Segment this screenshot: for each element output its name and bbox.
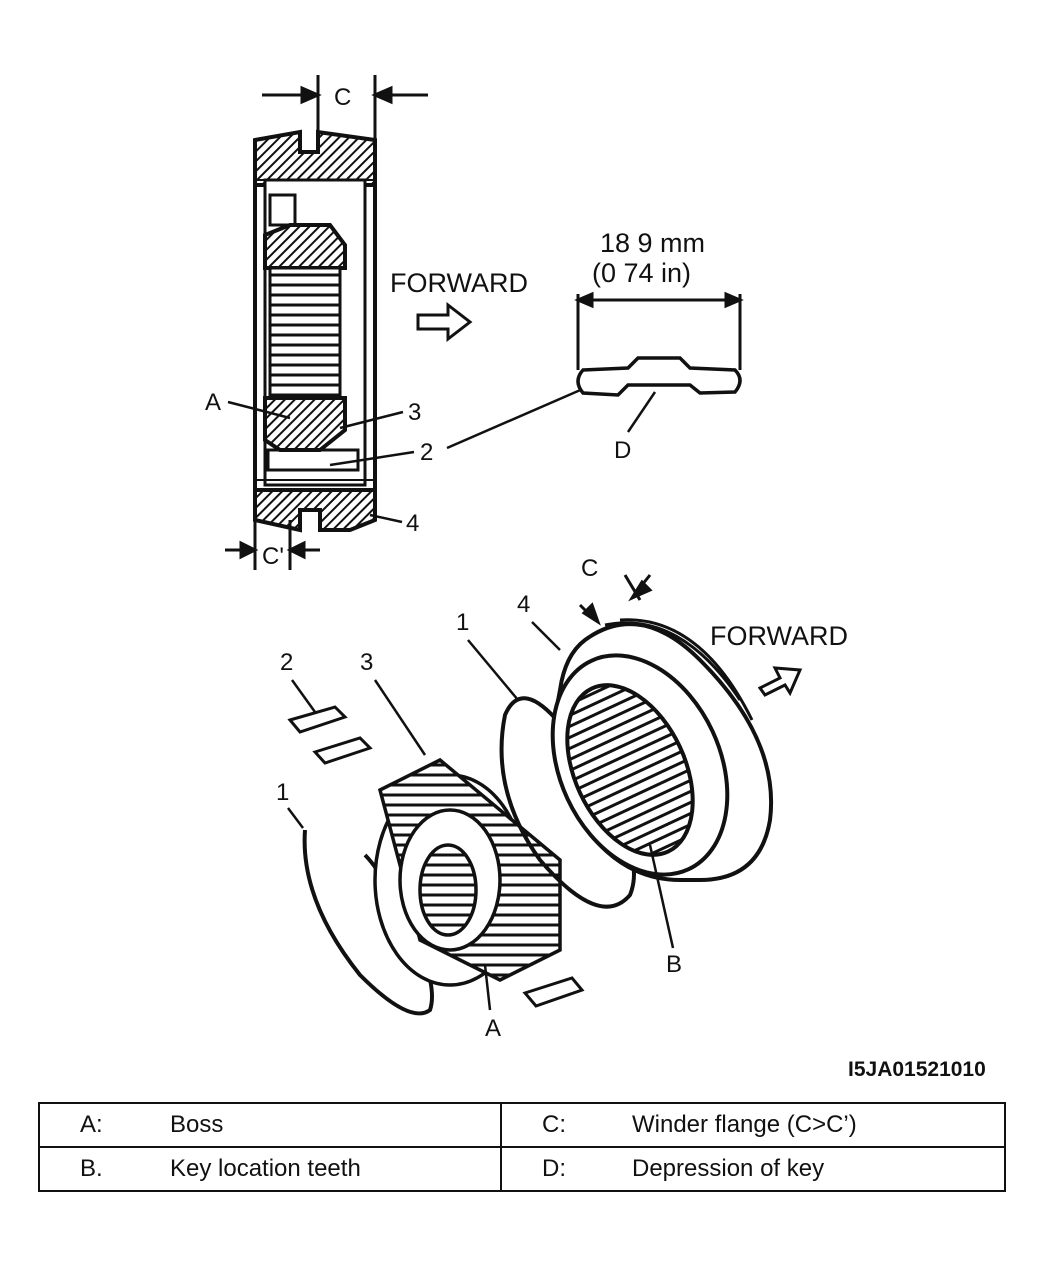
dimension-c-top bbox=[262, 75, 428, 140]
key-upper bbox=[287, 705, 348, 734]
forward-label-top: FORWARD bbox=[390, 268, 528, 298]
legend-table: A: Boss C: Winder flange (C>C’) B. Key loca… bbox=[38, 1102, 1006, 1192]
legend-cell-b: B. Key location teeth bbox=[38, 1146, 502, 1192]
key-middle bbox=[312, 736, 373, 765]
forward-arrow-bottom bbox=[757, 666, 803, 697]
dimension-c-bottom bbox=[578, 574, 653, 626]
key-length-mm: 18 9 mm bbox=[600, 228, 705, 258]
legend-text: Winder flange (C>C’) bbox=[632, 1111, 857, 1138]
label-a-bottom: A bbox=[485, 1015, 501, 1042]
dimension-c-label: C bbox=[334, 84, 351, 111]
figure-code: I5JA01521010 bbox=[848, 1058, 986, 1081]
legend-row: B. Key location teeth D: Depression of key bbox=[38, 1146, 1006, 1192]
dimension-c-bottom-label: C bbox=[581, 555, 598, 582]
spring-ring-right bbox=[499, 696, 636, 909]
legend-text: Depression of key bbox=[632, 1155, 825, 1182]
legend-cell-d: D: Depression of key bbox=[500, 1146, 1006, 1192]
label-d: D bbox=[614, 437, 631, 464]
legend-text: Key location teeth bbox=[170, 1155, 361, 1182]
legend-cell-a: A: Boss bbox=[38, 1102, 502, 1148]
key-length-in: (0 74 in) bbox=[592, 258, 691, 288]
key-detail: 18 9 mm (0 74 in) D bbox=[574, 228, 744, 464]
key-part bbox=[576, 356, 742, 397]
label-3-bottom: 3 bbox=[360, 649, 373, 676]
label-2-bottom: 2 bbox=[280, 649, 293, 676]
dimension-c-prime bbox=[225, 520, 320, 570]
legend-key: B. bbox=[80, 1155, 103, 1182]
synchronizer-sleeve bbox=[550, 618, 774, 882]
dimension-c-prime-label: C' bbox=[262, 543, 284, 570]
label-4-top: 4 bbox=[406, 510, 419, 537]
label-a-top: A bbox=[205, 389, 221, 416]
cross-section-view: C C' bbox=[205, 75, 586, 570]
forward-arrow-top bbox=[416, 301, 473, 343]
legend-row: A: Boss C: Winder flange (C>C’) bbox=[38, 1102, 1006, 1148]
label-3-top: 3 bbox=[408, 399, 421, 426]
label-1-left: 1 bbox=[276, 779, 289, 806]
label-b: B bbox=[666, 951, 682, 978]
label-4-bottom: 4 bbox=[517, 591, 530, 618]
synchronizer-hub bbox=[373, 757, 562, 987]
legend-key: A: bbox=[80, 1111, 103, 1138]
legend-key: D: bbox=[542, 1155, 566, 1182]
legend-text: Boss bbox=[170, 1111, 224, 1138]
exploded-view: 2 1 3 A 1 4 B bbox=[276, 555, 848, 1042]
key-lower bbox=[522, 976, 585, 1008]
synchronizer-assembly-diagram: C C' bbox=[205, 75, 986, 1081]
forward-label-bottom: FORWARD bbox=[710, 621, 848, 651]
legend-key: C: bbox=[542, 1111, 566, 1138]
label-2-top: 2 bbox=[420, 439, 433, 466]
label-1-right: 1 bbox=[456, 609, 469, 636]
legend-cell-c: C: Winder flange (C>C’) bbox=[500, 1102, 1006, 1148]
